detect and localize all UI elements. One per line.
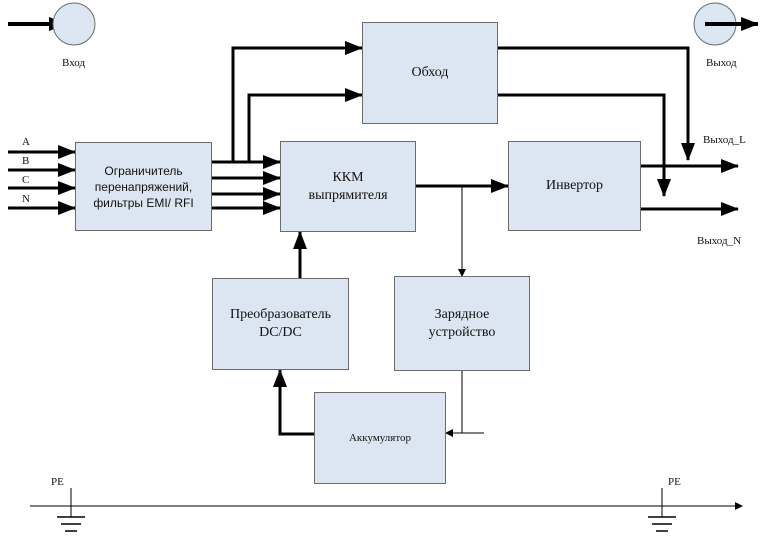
pe-left-label: PE xyxy=(51,476,64,488)
dcdc-converter-block: Преобразователь DC/DC xyxy=(212,278,349,370)
limiter-to-pfc-arrows xyxy=(212,155,281,215)
limiter-line1: Ограничитель xyxy=(104,163,183,178)
output-label: Выход xyxy=(706,57,737,69)
pfc-line2: выпрямителя xyxy=(308,187,388,203)
inverter-label: Инвертор xyxy=(545,178,604,193)
phase-b-label: B xyxy=(22,155,30,167)
limiter-line3: фильтры EMI/ RFI xyxy=(93,195,194,210)
output-l-label: Выход_L xyxy=(703,134,746,146)
charger-block: Зарядное устройство xyxy=(394,276,530,371)
battery-label: Аккумулятор xyxy=(348,432,412,444)
limiter-block: Ограничитель перенапряжений, фильтры EMI… xyxy=(75,142,212,231)
bypass-label: Обход xyxy=(411,65,449,80)
inverter-output-arrows xyxy=(641,159,739,216)
battery-to-dcdc-arrow xyxy=(273,369,314,436)
limiter-line2: перенапряжений, xyxy=(94,179,193,194)
pfc-rectifier-block: ККМ выпрямителя xyxy=(280,141,416,232)
phase-n-label: N xyxy=(22,193,30,205)
ground-icon xyxy=(648,488,676,532)
charger-to-battery-arrow xyxy=(461,371,484,434)
dcdc-line1: Преобразователь xyxy=(229,307,332,322)
phase-c-label: C xyxy=(22,174,30,186)
output-n-label: Выход_N xyxy=(697,235,742,247)
bypass-to-output-arrows xyxy=(498,46,695,197)
dcdc-line2: DC/DC xyxy=(259,325,302,340)
phase-a-label: A xyxy=(22,136,30,148)
pe-right-label: PE xyxy=(668,476,681,488)
charger-line2: устройство xyxy=(428,324,496,340)
pfc-line1: ККМ xyxy=(332,169,364,185)
battery-block: Аккумулятор xyxy=(314,392,446,484)
input-circle-icon xyxy=(8,2,96,46)
inverter-block: Инвертор xyxy=(508,141,641,231)
limiter-to-bypass-arrows xyxy=(231,41,363,162)
output-circle-icon xyxy=(693,2,759,46)
phase-input-arrows xyxy=(8,145,76,215)
input-label: Вход xyxy=(62,57,86,69)
charger-line1: Зарядное xyxy=(434,306,490,322)
ground-icon xyxy=(57,488,85,532)
bypass-block: Обход xyxy=(362,22,498,124)
